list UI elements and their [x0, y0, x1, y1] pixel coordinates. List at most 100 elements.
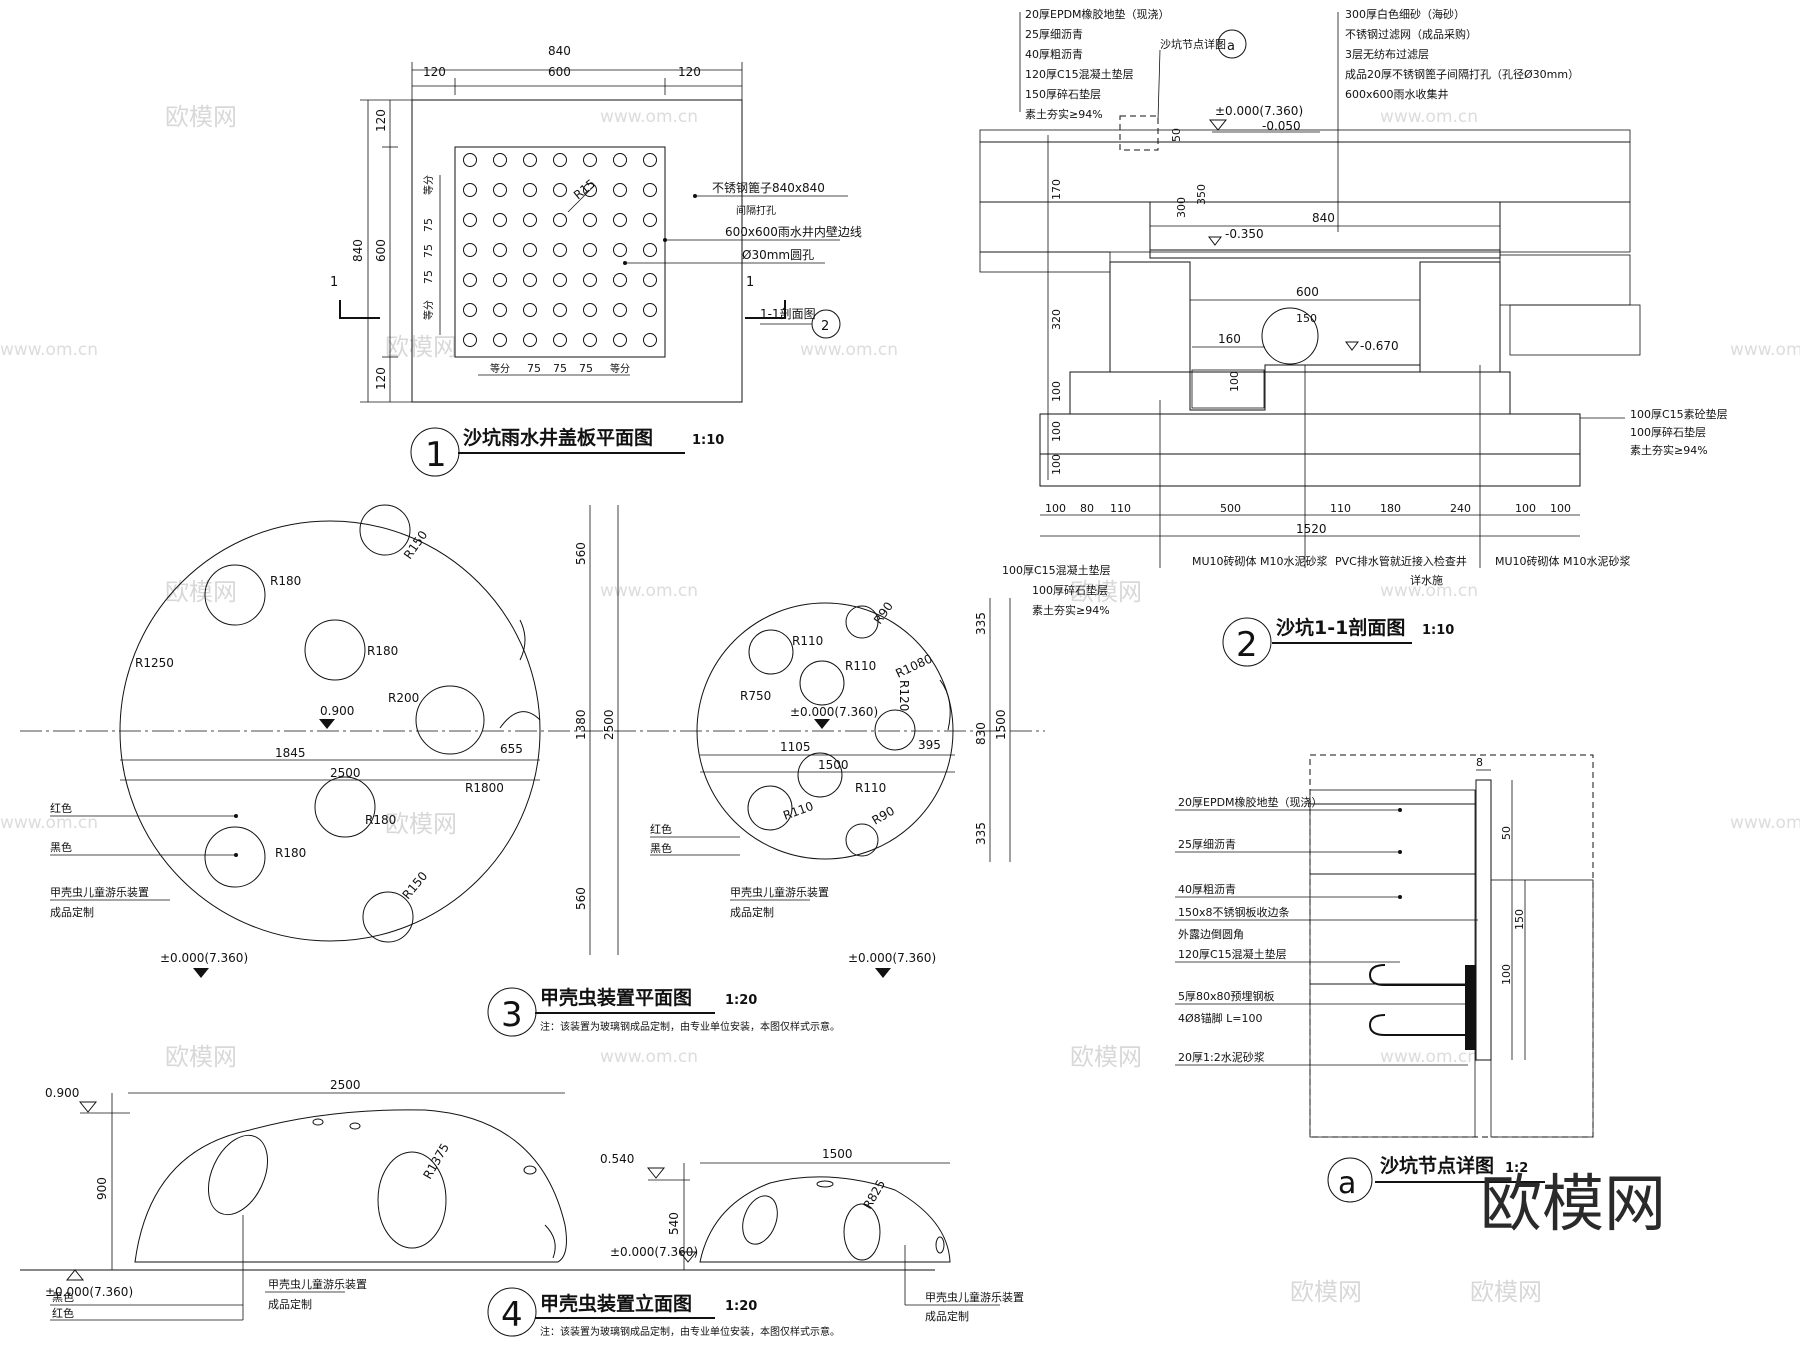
- large-dome: [134, 1109, 567, 1263]
- radius-label: R110: [845, 659, 876, 673]
- radius-label: R110: [781, 799, 815, 823]
- dim-height: 900: [95, 1177, 109, 1200]
- hole-grid: [463, 153, 657, 347]
- detail-ref-box: [1119, 115, 1159, 151]
- grate-hole: [643, 303, 657, 317]
- dim-bottom: 240: [1450, 502, 1471, 515]
- grate-hole: [553, 273, 567, 287]
- grate-hole: [523, 303, 537, 317]
- grate-hole: [463, 333, 477, 347]
- grate-hole: [493, 333, 507, 347]
- grate-hole: [523, 333, 537, 347]
- title-num: a: [1338, 1166, 1356, 1201]
- dim-inner-h: 75: [553, 362, 567, 375]
- elev-label: ±0.000(7.360): [160, 951, 248, 965]
- grate-hole: [493, 273, 507, 287]
- grate-hole: [493, 183, 507, 197]
- grate-hole: [613, 333, 627, 347]
- grate-hole: [523, 243, 537, 257]
- elev-3: -0.670: [1360, 339, 1399, 353]
- dim-v: 2500: [602, 709, 616, 740]
- base-soil: [1039, 453, 1581, 487]
- dim-bottom: 180: [1380, 502, 1401, 515]
- label-custom: 成品定制: [268, 1297, 312, 1311]
- hole-radius: R15: [571, 176, 598, 202]
- dim-v: 300: [1175, 197, 1188, 218]
- base-concrete: [1069, 371, 1511, 415]
- grate-hole: [643, 153, 657, 167]
- layer-sand: [979, 141, 1631, 203]
- large-spot: [362, 891, 414, 943]
- right-note: 成品20厚不锈钢篦子间隔打孔（孔径Ø30mm）: [1345, 67, 1579, 81]
- drawing-scale: 1:10: [692, 433, 724, 448]
- grate-hole: [583, 183, 597, 197]
- dim-bottom: 110: [1330, 502, 1351, 515]
- grate-hole: [583, 273, 597, 287]
- bottom-note: 详水施: [1410, 573, 1443, 587]
- label-device: 甲壳虫儿童游乐装置: [925, 1290, 1024, 1304]
- dim-inner-h: 等分: [610, 362, 630, 375]
- radius-label: R1250: [135, 656, 174, 670]
- small-dome: [699, 1176, 951, 1263]
- bottom-note: MU10砖砌体 M10水泥砂浆: [1495, 554, 1631, 568]
- dim-inner-v: 75: [422, 270, 435, 284]
- dim-bottom: 100: [1515, 502, 1536, 515]
- grate-hole: [463, 213, 477, 227]
- title-num: 1: [425, 435, 447, 475]
- radius-label: R1800: [465, 781, 504, 795]
- drawing-note: 注：该装置为玻璃钢成品定制，由专业单位安装，本图仅样式示意。: [540, 1020, 840, 1033]
- grate-hole: [523, 273, 537, 287]
- drawing-scale: 1:20: [725, 1299, 757, 1314]
- grate-hole: [613, 303, 627, 317]
- label-custom: 成品定制: [925, 1309, 969, 1323]
- dim-h: 1105: [780, 740, 811, 754]
- dim-v: 100: [1050, 381, 1063, 402]
- watermark-brand: 欧模网: [165, 1043, 237, 1071]
- watermark-url: www.om.cn: [1380, 107, 1478, 127]
- grate-hole: [493, 153, 507, 167]
- dim-inner-h: 75: [527, 362, 541, 375]
- dim-left-top: 120: [374, 109, 388, 132]
- grate-hole: [583, 213, 597, 227]
- grate-hole: [493, 303, 507, 317]
- small-spot: [799, 660, 845, 706]
- watermark-url: www.om.cn: [1730, 340, 1800, 360]
- bottom-note: PVC排水管就近接入检查井: [1335, 554, 1467, 568]
- radius-label: R110: [792, 634, 823, 648]
- drawing-title: 甲壳虫装置立面图: [540, 1292, 692, 1315]
- watermark-brand: 欧模网: [385, 810, 457, 838]
- well-inner: [1189, 270, 1421, 411]
- grate-hole: [523, 213, 537, 227]
- detail-note: 20厚EPDM橡胶地垫（现浇）: [1178, 795, 1323, 809]
- radius-label: R180: [367, 644, 398, 658]
- label-custom: 成品定制: [50, 905, 94, 919]
- dim-v: 335: [974, 822, 988, 845]
- dim-100: 100: [1500, 964, 1513, 985]
- left-note: 120厚C15混凝土垫层: [1025, 67, 1134, 81]
- watermark-url: www.om.cn: [0, 813, 98, 833]
- pvc-pipe: [1261, 307, 1319, 365]
- layer-gravel-left: [979, 201, 1151, 253]
- drawing-scale: 1:20: [725, 993, 757, 1008]
- grate-hole: [613, 183, 627, 197]
- detail-note: 外露边倒圆角: [1178, 928, 1244, 941]
- dim-left-bottom: 120: [374, 367, 388, 390]
- bottom-left-note: 素土夯实≥94%: [1032, 603, 1110, 617]
- dim-top-mid: 600: [548, 65, 571, 79]
- label-device: 甲壳虫儿童游乐装置: [268, 1277, 367, 1291]
- watermark-brand: 欧模网: [1470, 1278, 1542, 1306]
- radius-label: R180: [275, 846, 306, 860]
- dim-inner-v: 等分: [422, 300, 435, 320]
- grate-hole: [613, 153, 627, 167]
- dome-radius: R825: [860, 1177, 888, 1211]
- radius-label: R180: [270, 574, 301, 588]
- dim-v: 320: [1050, 309, 1063, 330]
- radius-label: R120: [897, 680, 911, 711]
- grate-hole: [643, 243, 657, 257]
- label-black: 黑色: [650, 841, 672, 855]
- title-num: 3: [501, 995, 523, 1035]
- dim-v: 100: [1050, 421, 1063, 442]
- detail-boundary: [1309, 754, 1594, 1138]
- grate-hole: [553, 213, 567, 227]
